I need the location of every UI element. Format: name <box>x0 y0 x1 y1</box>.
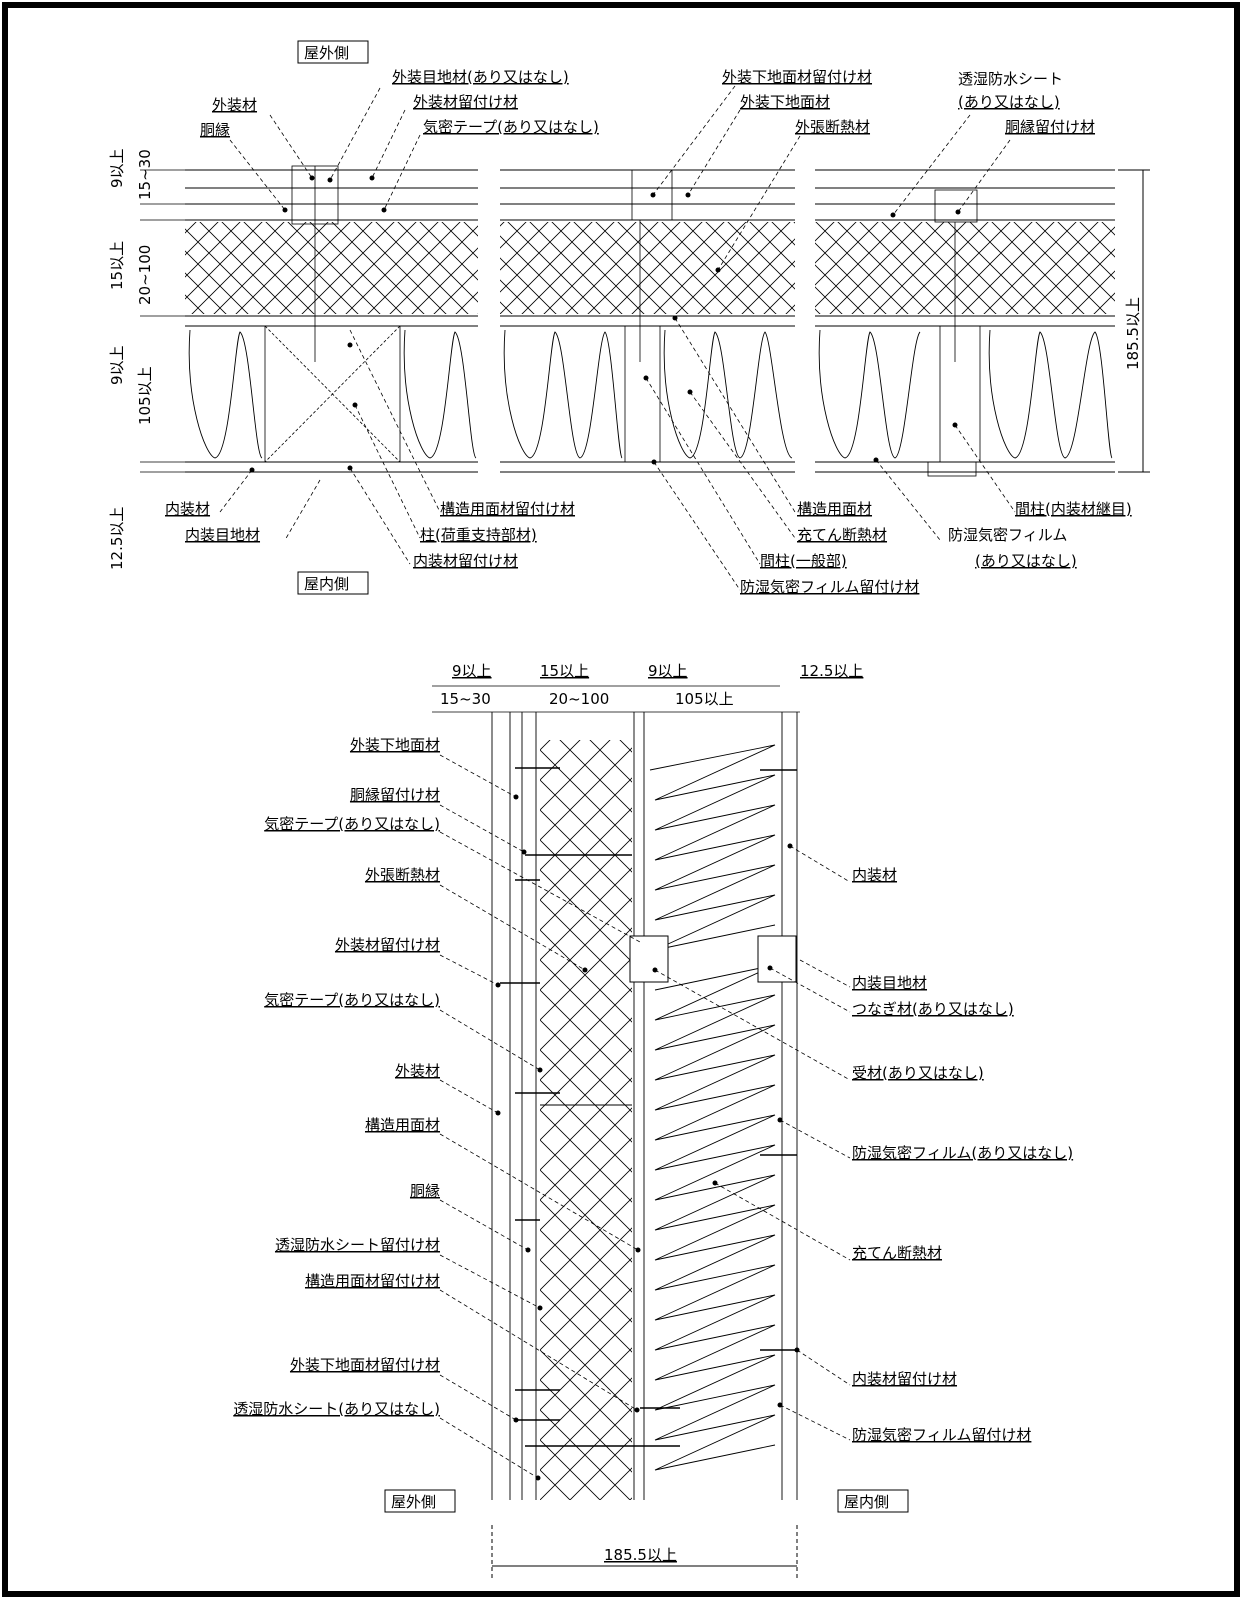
b-lbl-interior-fastener: 内装材留付け材 <box>852 1370 957 1388</box>
lbl-vb-2: (あり又はなし) <box>975 552 1077 570</box>
dim-top-20-100: 20~100 <box>136 245 154 305</box>
dim-top-12-5: 12.5以上 <box>108 507 126 570</box>
lbl-wrb-2: (あり又はなし) <box>958 93 1060 111</box>
plan-leaders <box>219 85 1016 591</box>
b-lbl-interior: 内装材 <box>852 866 897 884</box>
plan-ext-insulation <box>185 222 478 314</box>
b-lbl-cladding: 外装材 <box>395 1062 440 1080</box>
lbl-interior-fastener: 内装材留付け材 <box>413 552 518 570</box>
bottom-indoor-label: 屋内側 <box>844 1493 889 1511</box>
plan-layers <box>185 169 1115 473</box>
vertical-section: 9以上 15以上 9以上 12.5以上 15~30 20~100 105以上 <box>233 662 1073 1580</box>
plan-post <box>264 165 401 463</box>
b-lbl-struct-fastener: 構造用面材留付け材 <box>305 1272 440 1290</box>
b-lbl-fill-insulation: 充てん断熱材 <box>852 1244 942 1262</box>
lbl-interior-joint: 内装目地材 <box>185 526 260 544</box>
lbl-furring: 胴縁 <box>200 121 230 139</box>
lbl-struct-board: 構造用面材 <box>797 500 872 518</box>
b-lbl-connector: つなぎ材(あり又はなし) <box>852 1000 1014 1018</box>
b-lbl-vapor-film: 防湿気密フィルム(あり又はなし) <box>852 1144 1073 1162</box>
lbl-furring-fastener: 胴縁留付け材 <box>1005 118 1095 136</box>
dim-b-20-100: 20~100 <box>549 690 609 708</box>
lbl-fill-insulation: 充てん断熱材 <box>797 526 887 544</box>
plan-fill-insulation <box>188 329 1113 459</box>
b-lbl-furring: 胴縁 <box>410 1182 440 1200</box>
lbl-sub-board: 外装下地面材 <box>740 93 830 111</box>
lbl-vb-1: 防湿気密フィルム <box>948 526 1067 544</box>
dim-b-105: 105以上 <box>675 690 734 708</box>
lbl-joint: 外装目地材(あり又はなし) <box>392 68 569 86</box>
b-lbl-interior-joint: 内装目地材 <box>852 974 927 992</box>
plan-left-dimensions <box>140 169 185 473</box>
bottom-outdoor-label: 屋外側 <box>391 1493 436 1511</box>
dim-b-9b: 9以上 <box>648 662 688 680</box>
plan-section: 屋外側 <box>108 40 1150 596</box>
lbl-post: 柱(荷重支持部材) <box>420 526 537 544</box>
b-lbl-sub-fastener: 外装下地面材留付け材 <box>290 1356 440 1374</box>
top-indoor-label: 屋内側 <box>304 575 349 593</box>
dim-b-15-30: 15~30 <box>440 690 491 708</box>
lbl-sub-fastener: 外装下地面材留付け材 <box>722 68 872 86</box>
b-lbl-ext-insulation: 外張断熱材 <box>365 866 440 884</box>
dim-b-9: 9以上 <box>452 662 492 680</box>
top-outdoor-label: 屋外側 <box>304 44 349 62</box>
section-ext-insulation <box>540 740 632 1500</box>
dim-b-15: 15以上 <box>540 662 589 680</box>
dim-b-total: 185.5以上 <box>604 1546 677 1564</box>
lbl-film-fastener: 防湿気密フィルム留付け材 <box>740 578 919 596</box>
b-lbl-airtight-tape-2: 気密テープ(あり又はなし) <box>264 991 440 1009</box>
lbl-ext-insulation: 外張断熱材 <box>795 118 870 136</box>
dim-b-12-5: 12.5以上 <box>800 662 863 680</box>
lbl-interior: 内装材 <box>165 500 210 518</box>
section-fill-insulation <box>649 744 776 1471</box>
b-lbl-wrb-fastener: 透湿防水シート留付け材 <box>275 1236 440 1254</box>
b-lbl-film-fastener: 防湿気密フィルム留付け材 <box>852 1426 1031 1444</box>
lbl-wrb-1: 透湿防水シート <box>958 70 1063 88</box>
dim-top-105: 105以上 <box>136 366 154 425</box>
plan-stud-joint <box>927 189 981 477</box>
b-lbl-cladding-fastener: 外装材留付け材 <box>335 936 440 954</box>
b-lbl-receiver: 受材(あり又はなし) <box>852 1064 984 1082</box>
plan-stud <box>624 169 673 463</box>
dim-top-total: 185.5以上 <box>1124 297 1142 370</box>
lbl-airtight-tape: 気密テープ(あり又はなし) <box>423 118 599 136</box>
lbl-cladding-fastener: 外装材留付け材 <box>413 93 518 111</box>
dim-top-9b: 9以上 <box>108 345 126 385</box>
lbl-struct-fastener: 構造用面材留付け材 <box>440 500 575 518</box>
b-lbl-airtight-tape-1: 気密テープ(あり又はなし) <box>264 815 440 833</box>
dim-top-15: 15以上 <box>108 241 126 290</box>
lbl-stud: 間柱(一般部) <box>760 552 847 570</box>
b-lbl-furring-fastener: 胴縁留付け材 <box>350 786 440 804</box>
b-lbl-sub-board: 外装下地面材 <box>350 736 440 754</box>
dim-top-15-30: 15~30 <box>136 149 154 200</box>
lbl-stud-joint: 間柱(内装材継目) <box>1015 500 1132 518</box>
lbl-cladding: 外装材 <box>212 96 257 114</box>
b-lbl-wrb: 透湿防水シート(あり又はなし) <box>233 1400 440 1418</box>
b-lbl-struct-board: 構造用面材 <box>365 1116 440 1134</box>
dim-top-9: 9以上 <box>108 148 126 188</box>
